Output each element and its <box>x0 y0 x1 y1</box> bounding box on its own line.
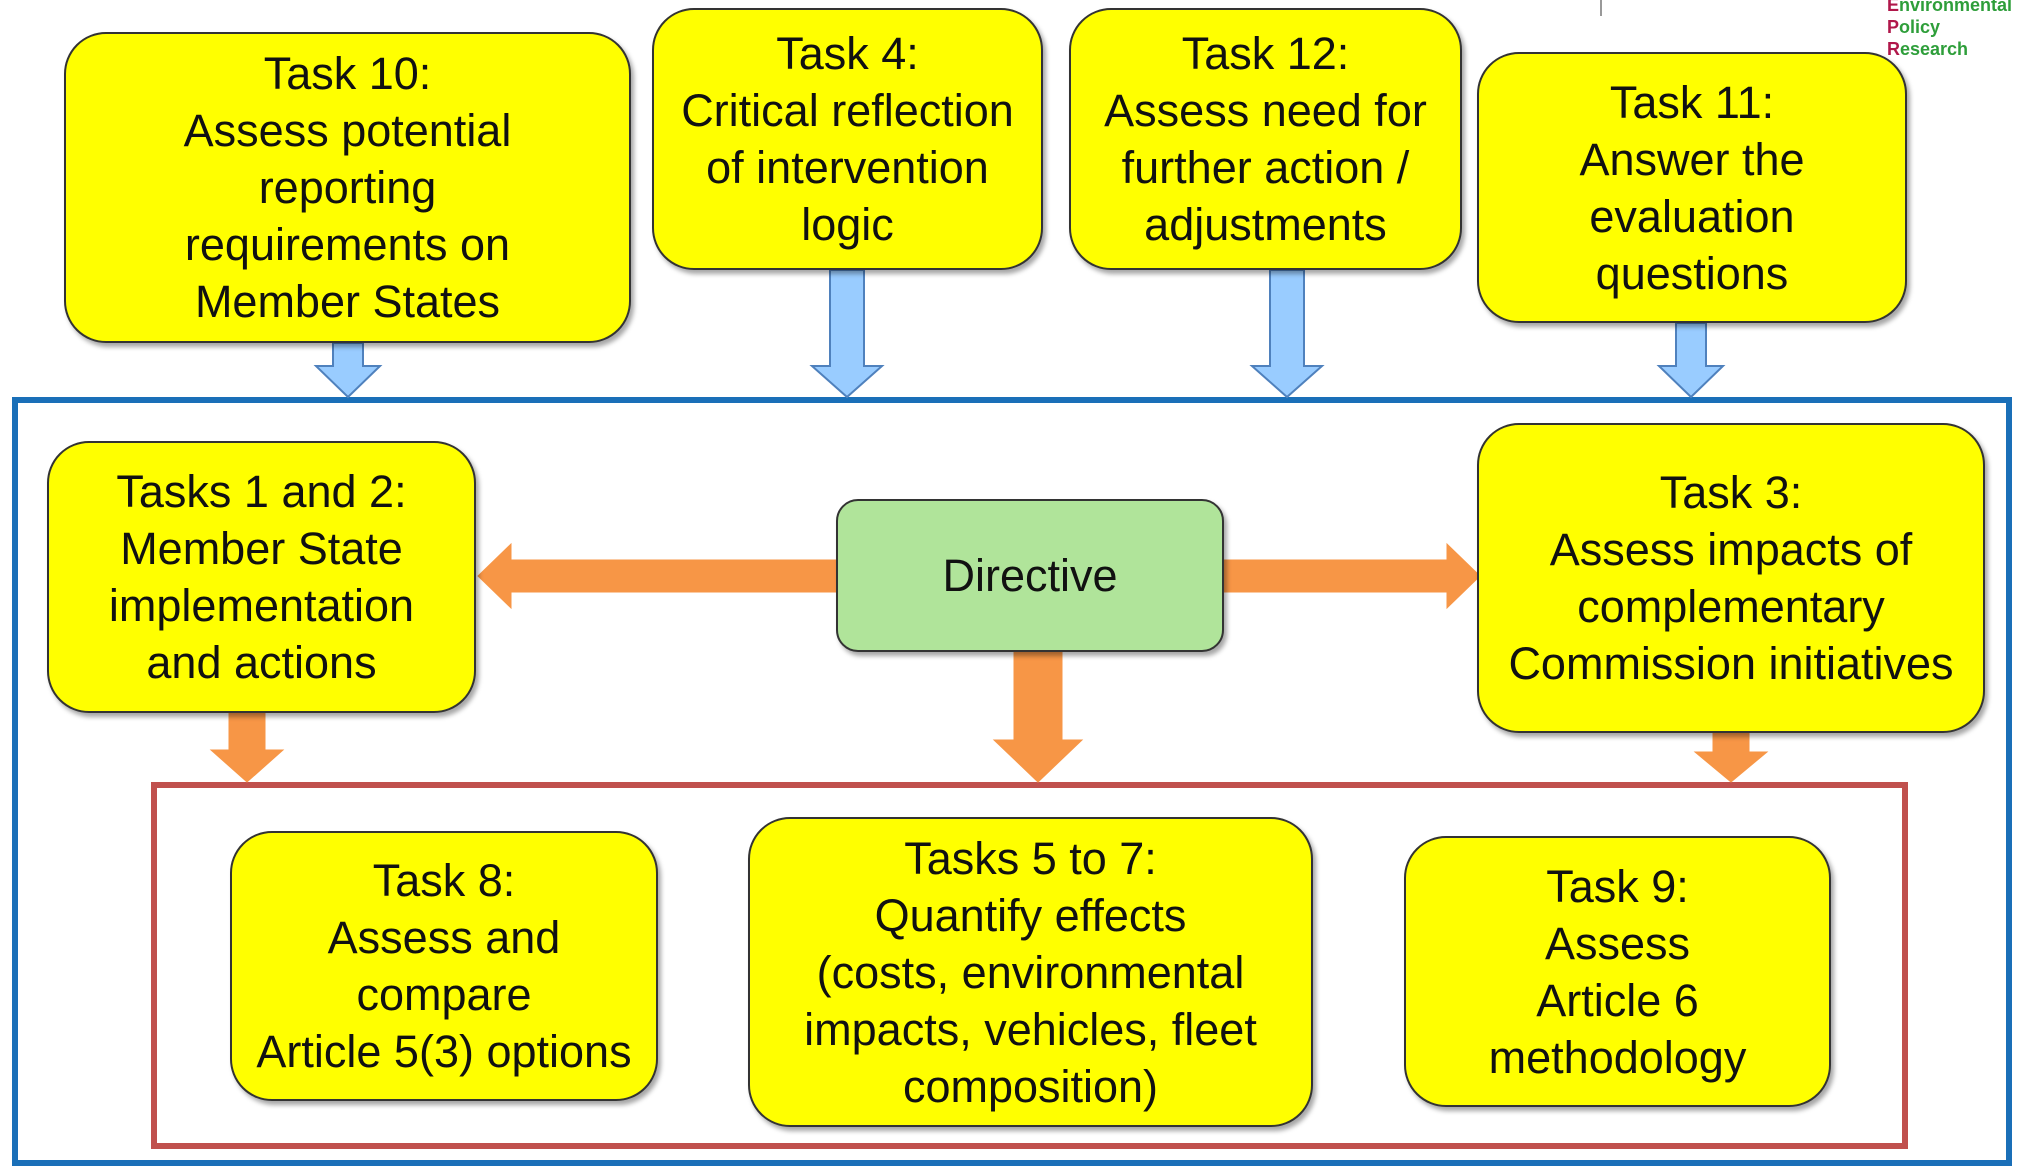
arrow-directive-right <box>1223 542 1481 610</box>
logo-line-1-rest: nvironmental <box>1899 0 2013 15</box>
arrow-task10-down <box>313 342 383 399</box>
directive-label: Directive <box>942 550 1118 601</box>
task-5-7-box: Tasks 5 to 7: Quantify effects (costs, e… <box>748 817 1313 1127</box>
evaluation-frame <box>12 397 2012 1166</box>
arrow-directive-down <box>992 651 1084 783</box>
task-9-box: Task 9: Assess Article 6 methodology <box>1404 836 1831 1107</box>
organization-logo: Environmental Policy Research <box>1887 0 2012 60</box>
arrow-task11-down <box>1656 322 1726 399</box>
task-8-box: Task 8: Assess and compare Article 5(3) … <box>230 831 658 1101</box>
arrow-task3-down <box>1693 732 1769 783</box>
task-10-box: Task 10: Assess potential reporting requ… <box>64 32 631 343</box>
logo-line-2: Policy <box>1887 17 1941 37</box>
logo-line-3: Research <box>1887 39 1969 59</box>
quantification-frame <box>151 782 1908 1149</box>
directive-box: Directive <box>836 499 1224 652</box>
arrow-task12-down <box>1249 269 1325 399</box>
header-divider <box>1600 0 1602 16</box>
task-4-box: Task 4: Critical reflection of intervent… <box>652 8 1043 270</box>
task-1-2-box: Tasks 1 and 2: Member State implementati… <box>47 441 476 713</box>
arrow-task1-down <box>209 712 285 783</box>
task-3-box: Task 3: Assess impacts of complementary … <box>1477 423 1985 733</box>
arrow-task4-down <box>809 269 885 399</box>
task-11-box: Task 11: Answer the evaluation questions <box>1477 52 1907 323</box>
task-12-box: Task 12: Assess need for further action … <box>1069 8 1462 270</box>
arrow-directive-left <box>477 542 837 610</box>
logo-line-1: Environmental <box>1887 0 2012 16</box>
